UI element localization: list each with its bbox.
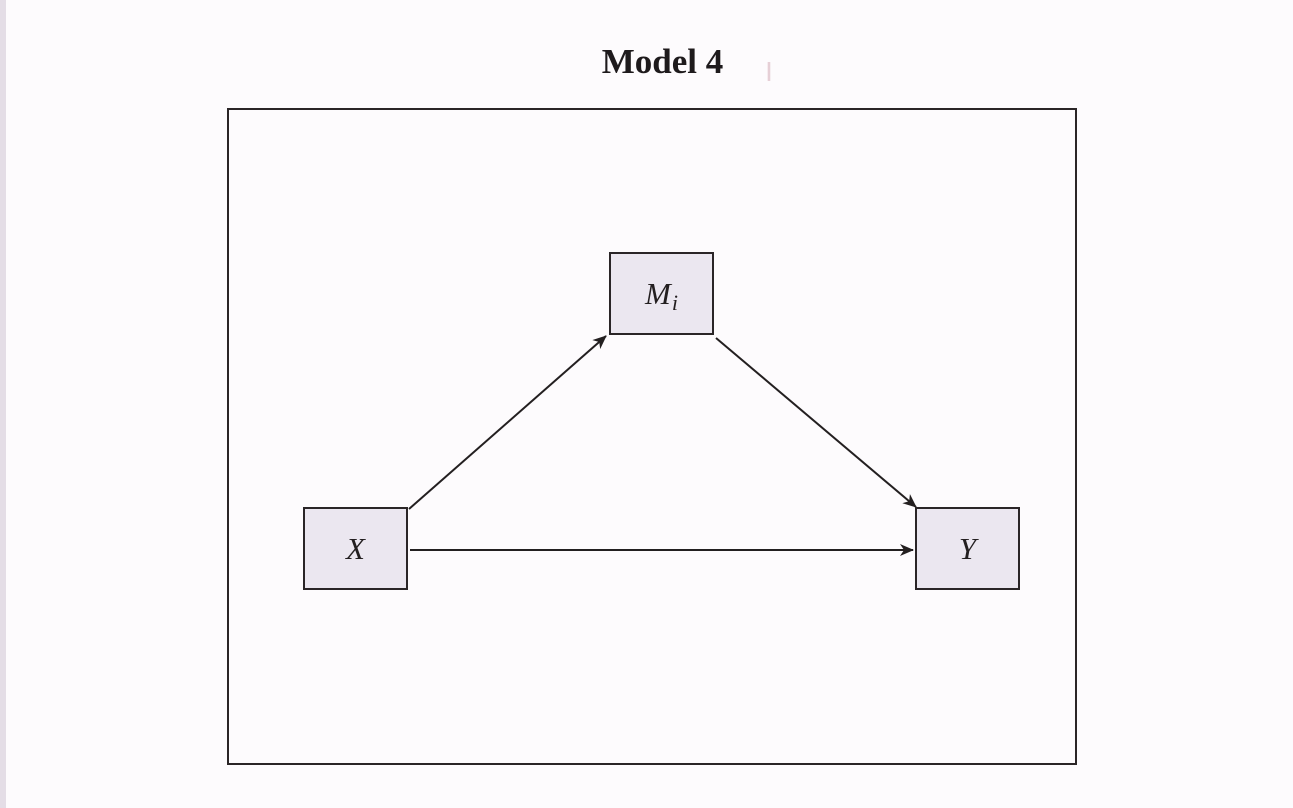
node-y: Y <box>915 507 1020 590</box>
node-mediator-subscript: i <box>671 289 678 315</box>
node-x-label: X <box>346 530 365 566</box>
window-left-edge <box>0 0 6 808</box>
node-y-label: Y <box>958 530 977 566</box>
node-mediator-label: M <box>645 275 671 311</box>
node-x: X <box>303 507 408 590</box>
diagram-title: Model 4 <box>601 42 724 81</box>
text-cursor-icon: I <box>765 58 773 88</box>
diagram-frame <box>227 108 1077 765</box>
